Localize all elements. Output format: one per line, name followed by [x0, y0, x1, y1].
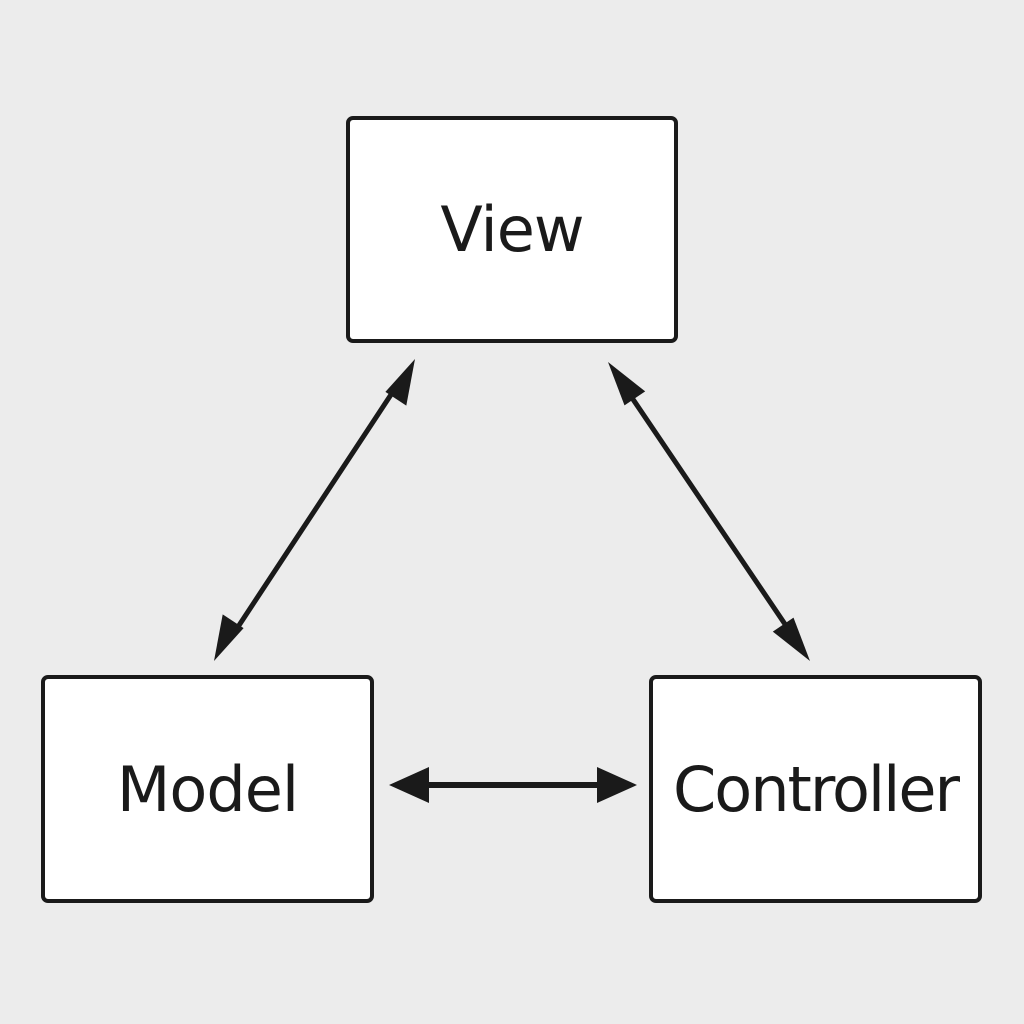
controller-box: Controller [649, 675, 982, 903]
edge-view-model [214, 359, 415, 661]
arrowhead [608, 362, 646, 406]
model-box: Model [41, 675, 374, 903]
arrowhead [597, 767, 637, 803]
view-label: View [440, 193, 584, 266]
arrowhead [385, 359, 415, 406]
model-label: Model [116, 752, 299, 826]
arrowhead [389, 767, 429, 803]
edge-model-controller [389, 767, 637, 803]
arrowhead [772, 617, 810, 661]
arrowhead [214, 614, 244, 661]
view-box: View [346, 116, 678, 343]
edge-view-controller [608, 362, 810, 661]
controller-label: Controller [673, 752, 960, 826]
